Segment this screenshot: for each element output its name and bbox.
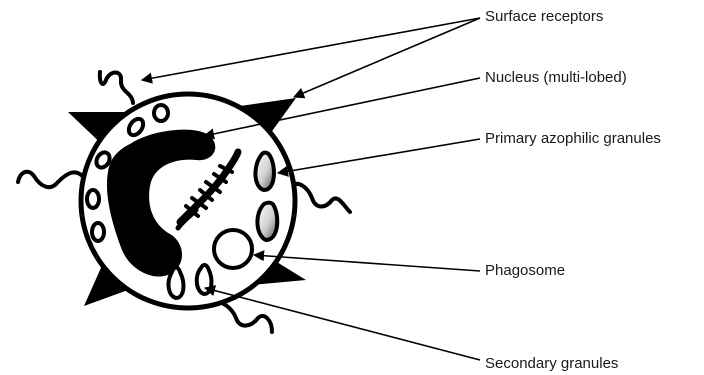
leader-surface-receptors-2: [294, 18, 480, 97]
receptor-left: [18, 172, 86, 187]
primary-granule-1: [255, 153, 274, 190]
label-nucleus: Nucleus (multi-lobed): [485, 69, 627, 87]
phagosome-icon: [214, 230, 252, 268]
granule-left-2: [87, 190, 99, 208]
label-secondary-granules: Secondary granules: [485, 355, 618, 373]
granule-bottom-1: [169, 268, 184, 299]
label-surface-receptors: Surface receptors: [485, 8, 603, 26]
primary-granule-2: [257, 203, 277, 240]
leader-phagosome: [254, 255, 480, 271]
label-primary-granules: Primary azophilic granules: [485, 130, 661, 148]
leader-surface-receptors-1: [142, 18, 480, 80]
granule-top-2: [154, 105, 168, 121]
receptor-bottom: [212, 302, 272, 332]
leader-primary-granules: [278, 139, 480, 173]
receptor-top: [100, 72, 133, 103]
granule-left-3: [92, 223, 104, 241]
label-phagosome: Phagosome: [485, 262, 565, 280]
